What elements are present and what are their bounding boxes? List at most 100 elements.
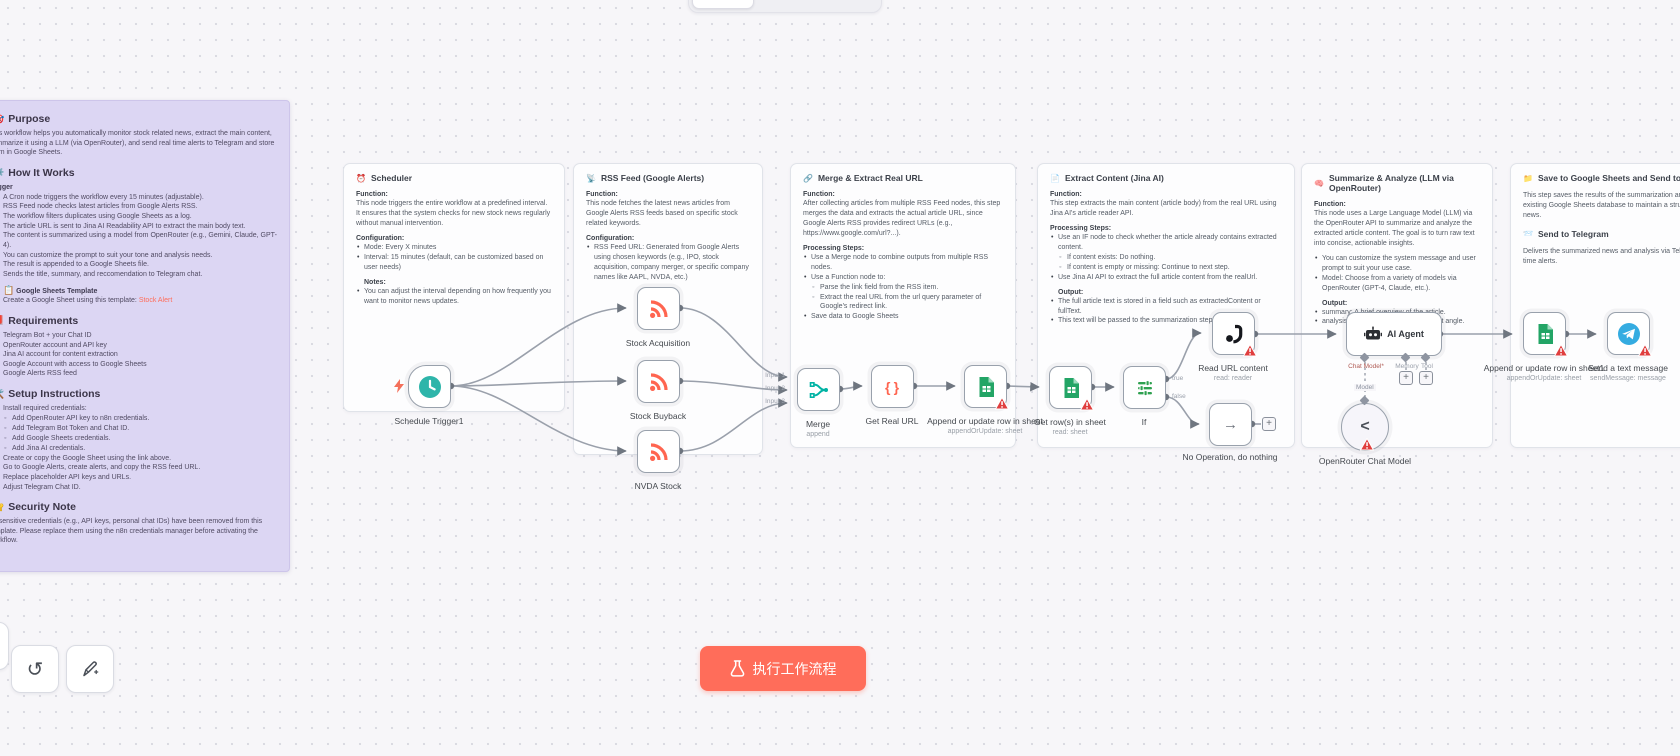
notes-item: You can adjust the interval depending on… <box>356 287 552 307</box>
merge-input3-label: Input 3 <box>765 398 785 405</box>
how-item: RSS Feed node checks latest articles fro… <box>3 203 198 211</box>
node-label: Schedule Trigger1 <box>394 416 464 426</box>
merge-input1-label: Input 1 <box>765 372 785 379</box>
function-text: This step extracts the main content (art… <box>1050 200 1277 217</box>
arrow-right-icon: → <box>1223 416 1238 433</box>
configuration-label: Configuration: <box>356 234 405 242</box>
node-label: Get Real URL <box>865 416 919 426</box>
node-read-url-content[interactable] <box>1212 312 1258 357</box>
bullet-item: Model: Choose from a variety of models v… <box>1314 274 1480 294</box>
tools-icon: 🛠️ <box>0 389 4 400</box>
tab-evaluations[interactable]: 评估 <box>806 0 854 8</box>
how-it-works-heading: ⚙️How It Works <box>0 167 279 179</box>
how-item: Sends the title, summary, and reccomenda… <box>3 270 203 278</box>
jina-reader-icon <box>1225 324 1242 343</box>
requirements-heading: 📕Requirements <box>0 315 279 327</box>
alarm-clock-icon: ⏰ <box>356 173 366 183</box>
setup-item: Adjust Telegram Chat ID. <box>3 483 81 491</box>
setup-item: Create or copy the Google Sheet using th… <box>3 454 172 462</box>
google-sheets-icon <box>979 376 994 397</box>
node-label: OpenRouter Chat Model <box>1318 456 1412 466</box>
add-memory-plus-button[interactable] <box>1399 371 1413 385</box>
add-node-plus-button[interactable] <box>1262 417 1276 431</box>
node-rss-stock-acquisition[interactable] <box>637 287 680 330</box>
steps-label: Processing Steps: <box>803 244 865 252</box>
folder-icon: 📁 <box>1523 173 1533 183</box>
google-sheets-icon <box>1538 323 1553 344</box>
pen-sparkle-icon <box>83 661 99 677</box>
node-get-real-url[interactable]: { } <box>871 365 914 408</box>
setup-cred-item: Add Google Sheets credentials. <box>3 434 279 444</box>
node-sublabel: read: sheet <box>1052 428 1088 436</box>
node-sublabel: read: reader <box>1213 374 1253 382</box>
node-ai-agent[interactable]: AI Agent <box>1346 312 1442 356</box>
node-no-operation[interactable]: → <box>1209 403 1252 446</box>
sticky-note-scheduler[interactable]: ⏰Scheduler Function: This node triggers … <box>343 163 565 412</box>
step-subitem: Parse the link field from the RSS item. <box>803 283 1003 293</box>
setup-item: Go to Google Alerts, create alerts, and … <box>3 464 201 472</box>
node-if[interactable] <box>1123 366 1166 409</box>
telegram-icon <box>1617 322 1640 345</box>
robot-icon <box>1364 326 1383 340</box>
node-sheets-append1[interactable] <box>1523 312 1569 357</box>
node-openrouter-chat-model[interactable]: < <box>1341 403 1389 451</box>
tab-executions[interactable]: 执行 <box>756 0 804 8</box>
requirement-item: OpenRouter account and API key <box>3 341 107 349</box>
step-item: Use an IF node to check whether the arti… <box>1050 233 1282 253</box>
telegram-subheading: 📨Send to Telegram <box>1523 228 1609 239</box>
brain-icon: 🧠 <box>1314 178 1324 188</box>
trigger-bolt-icon <box>394 379 404 393</box>
function-label: Function: <box>586 191 618 198</box>
antenna-icon: 📡 <box>586 173 596 183</box>
security-heading: 🔐Security Note <box>0 501 279 513</box>
undo-button[interactable]: ↺ <box>11 645 59 693</box>
node-sheets-read[interactable] <box>1049 366 1095 411</box>
warning-icon <box>1079 397 1095 411</box>
save-note-title: 📁Save to Google Sheets and Send to Teleg… <box>1523 173 1680 183</box>
hidden-edge-button[interactable] <box>0 622 9 670</box>
ai-edit-button[interactable] <box>66 645 114 693</box>
bullet-item: You can customize the system message and… <box>1314 254 1480 274</box>
scheduler-note-title: ⏰Scheduler <box>356 173 413 183</box>
if-false-label: false <box>1172 393 1186 400</box>
stock-alert-link[interactable]: Stock Alert <box>138 297 173 305</box>
tab-editor[interactable]: 编辑器 <box>692 0 755 9</box>
sticky-note-documentation[interactable]: 🎯Purpose This workflow helps you automat… <box>0 100 290 572</box>
node-sheets-append[interactable] <box>964 365 1010 410</box>
execute-workflow-label: 执行工作流程 <box>752 660 837 677</box>
sheets-template-subheading: 📋 Google Sheets Template <box>3 284 98 295</box>
node-label: NVDA Stock <box>634 481 682 491</box>
node-label: If <box>1141 417 1147 427</box>
page-icon: 📄 <box>1050 173 1060 183</box>
rss-note-title: 📡RSS Feed (Google Alerts) <box>586 173 705 183</box>
function-text: After collecting articles from multiple … <box>803 200 1001 237</box>
node-rss-nvda-stock[interactable] <box>637 430 680 473</box>
google-sheets-icon <box>1064 377 1079 398</box>
clock-icon <box>418 375 441 398</box>
execute-workflow-button[interactable]: 执行工作流程 <box>700 646 866 691</box>
how-item: The result is appended to a Google Sheet… <box>3 261 149 269</box>
function-text: This node uses a Large Language Model (L… <box>1314 210 1475 247</box>
setup-intro: Install required credentials: <box>3 405 87 413</box>
step-item: Use a Merge node to combine outputs from… <box>803 253 1003 273</box>
step-subitem: If content is empty or missing: Continue… <box>1050 263 1282 273</box>
steps-label: Processing Steps: <box>1050 224 1112 232</box>
node-rss-stock-buyback[interactable] <box>637 360 680 403</box>
sticky-note-save[interactable]: 📁Save to Google Sheets and Send to Teleg… <box>1510 163 1680 448</box>
node-merge[interactable] <box>797 368 840 411</box>
configuration-label: Configuration: <box>586 234 635 242</box>
openrouter-icon: < <box>1360 418 1370 435</box>
warning-icon <box>1242 343 1258 357</box>
sticky-note-summarize[interactable]: 🧠Summarize & Analyze (LLM via OpenRouter… <box>1301 163 1493 448</box>
node-schedule-trigger[interactable] <box>408 365 451 408</box>
node-telegram-send[interactable] <box>1607 312 1653 357</box>
add-tool-plus-button[interactable] <box>1419 371 1433 385</box>
node-sublabel: appendOrUpdate: sheet <box>1506 374 1582 382</box>
node-label: Stock Buyback <box>629 411 687 421</box>
node-label: No Operation, do nothing <box>1182 452 1278 462</box>
node-sublabel: append <box>806 430 830 438</box>
tool-port-label: Tool <box>1421 363 1433 370</box>
